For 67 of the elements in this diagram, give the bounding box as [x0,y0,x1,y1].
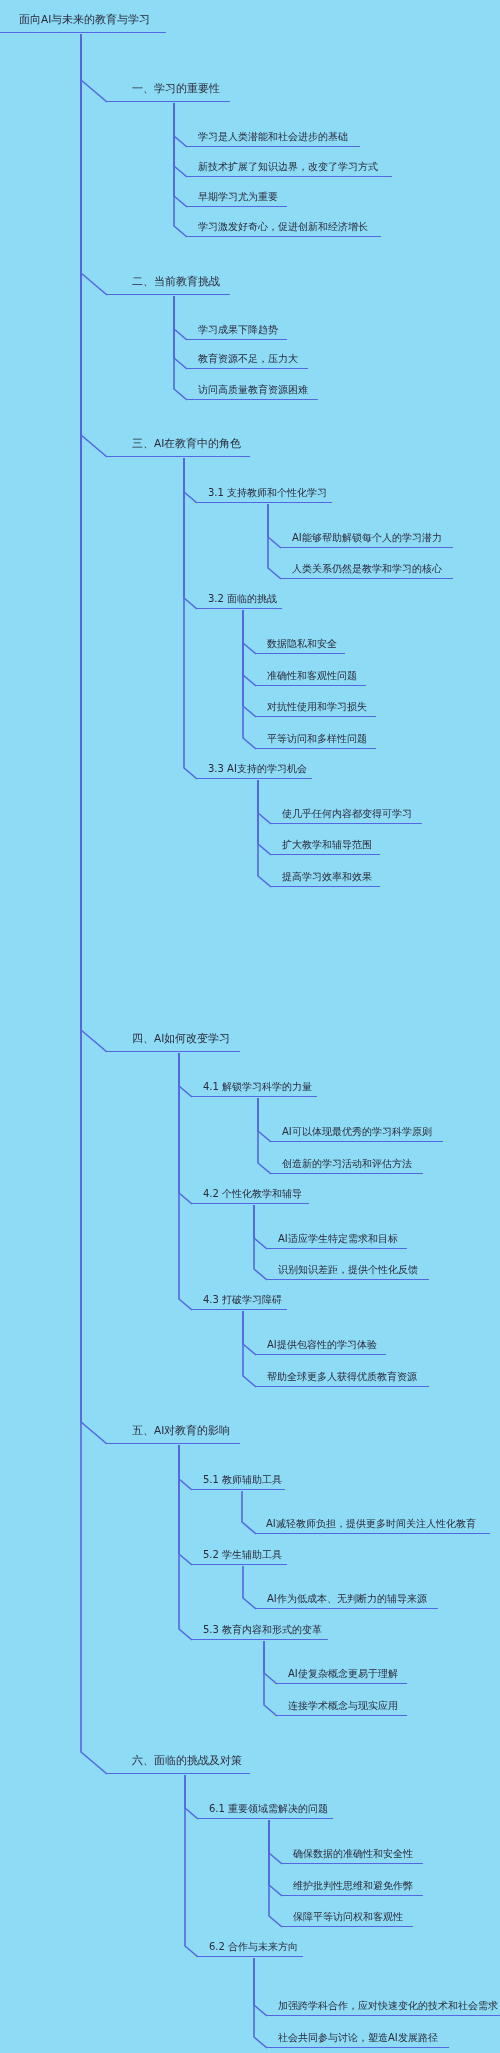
branch-topic: 二、当前教育挑战 [107,275,230,295]
leaf-topic: 识别知识差距，提供个性化反馈 [267,1263,429,1280]
leaf-topic: 平等访问和多样性问题 [256,732,376,749]
subtopic: 4.2 个性化教学和辅导 [192,1187,309,1204]
subtopic: 5.3 教育内容和形式的变革 [192,1623,328,1640]
connector-line [173,102,188,238]
leaf-topic: 学习激发好奇心，促进创新和经济增长 [187,220,381,237]
leaf-topic: 对抗性使用和学习损失 [256,700,376,717]
leaf-topic: 人类关系仍然是教学和学习的核心 [281,562,453,579]
leaf-topic: 社会共同参与讨论，塑造AI发展路径 [267,2031,449,2048]
leaf-topic: 帮助全球更多人获得优质教育资源 [256,1370,429,1387]
leaf-topic: 扩大教学和辅导范围 [271,838,380,855]
subtopic: 6.1 重要领域需解决的问题 [198,1802,333,1819]
leaf-topic: 创造新的学习活动和评估方法 [271,1157,423,1174]
connector-line [242,1310,257,1388]
connector-line [253,1957,268,2049]
connector-line [242,1565,257,1610]
subtopic: 6.2 合作与未来方向 [198,1940,303,1957]
leaf-topic: 访问高质量教育资源困难 [187,383,318,400]
branch-topic: 四、AI如何改变学习 [107,1032,240,1052]
subtopic: 4.3 打破学习障碍 [192,1293,287,1310]
leaf-topic: AI使复杂概念更易于理解 [277,1667,407,1684]
leaf-topic: 新技术扩展了知识边界，改变了学习方式 [187,160,392,177]
connector-line [257,779,272,888]
leaf-topic: 早期学习尤为重要 [187,190,287,207]
branch-topic: 六、面临的挑战及对策 [107,1754,250,1774]
subtopic: 4.1 解锁学习科学的力量 [192,1080,317,1097]
connector-line [183,457,198,780]
leaf-topic: AI减轻教师负担，提供更多时间关注人性化教育 [256,1517,490,1534]
connector-line [173,295,188,401]
subtopic: 3.2 面临的挑战 [197,592,282,609]
connector-line [241,1490,257,1535]
subtopic: 5.2 学生辅助工具 [192,1548,287,1565]
connector-line [178,1052,193,1311]
leaf-topic: 维护批判性思维和避免作弊 [282,1879,423,1896]
subtopic: 3.3 AI支持的学习机会 [197,762,312,779]
leaf-topic: 学习是人类潜能和社会进步的基础 [187,130,360,147]
branch-topic: 五、AI对教育的影响 [107,1424,240,1444]
leaf-topic: 教育资源不足，压力大 [187,352,308,369]
connector-line [178,1444,193,1641]
leaf-topic: 保障平等访问权和客观性 [282,1910,413,1927]
subtopic: 3.1 支持教师和个性化学习 [197,486,332,503]
subtopic: 5.1 教师辅助工具 [192,1473,285,1490]
leaf-topic: 确保数据的准确性和安全性 [282,1847,423,1864]
connector-line [253,1204,268,1281]
connector-line [268,1819,283,1928]
leaf-topic: AI可以体现最优秀的学习科学原则 [271,1125,443,1142]
connector-line [267,503,282,580]
connector-line [80,33,108,1775]
leaf-topic: 学习成果下降趋势 [187,323,287,340]
leaf-topic: 提高学习效率和效果 [271,870,380,887]
connector-line [257,1097,272,1175]
leaf-topic: AI适应学生特定需求和目标 [267,1232,407,1249]
leaf-topic: AI作为低成本、无判断力的辅导来源 [256,1592,438,1609]
leaf-topic: AI能够帮助解锁每个人的学习潜力 [281,531,453,548]
connector-line [184,1774,199,1958]
connector-line [263,1640,278,1717]
leaf-topic: 连接学术概念与现实应用 [277,1699,407,1716]
root-topic: 面向AI与未来的教育与学习 [0,13,166,33]
leaf-topic: 使几乎任何内容都变得可学习 [271,807,422,824]
branch-topic: 一、学习的重要性 [107,82,230,102]
leaf-topic: 加强跨学科合作，应对快速变化的技术和社会需求 [267,1999,500,2016]
connector-line [242,609,257,750]
leaf-topic: 数据隐私和安全 [256,637,345,654]
leaf-topic: 准确性和客观性问题 [256,669,366,686]
branch-topic: 三、AI在教育中的角色 [107,437,250,457]
leaf-topic: AI提供包容性的学习体验 [256,1338,386,1355]
